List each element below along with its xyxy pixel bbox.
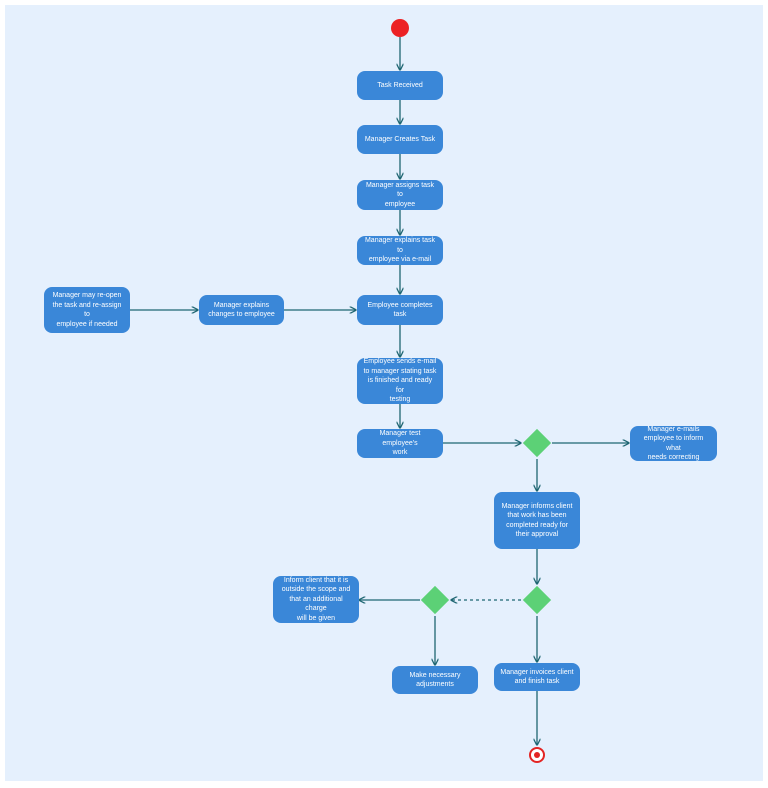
node-line: Manager test employee's bbox=[379, 430, 421, 447]
node-manager-creates-task-label: Manager Creates Task bbox=[364, 135, 436, 143]
node-line: adjustments bbox=[416, 681, 454, 688]
node-line: Employee sends e-mail bbox=[363, 358, 437, 366]
node-make-adjustments[interactable]: Make necessary adjustments bbox=[392, 666, 478, 694]
node-line: employee via e-mail bbox=[368, 256, 432, 264]
node-line: is finished and ready for bbox=[367, 377, 433, 394]
node-line: employee if needed bbox=[56, 320, 118, 328]
node-task-received-label: Task Received bbox=[377, 81, 423, 89]
node-task-received[interactable]: Task Received bbox=[357, 71, 443, 100]
node-line: testing bbox=[389, 396, 411, 404]
node-line: Manager may re-open bbox=[52, 292, 122, 299]
node-line: their approval bbox=[515, 531, 559, 538]
node-line: Manager assigns task to bbox=[365, 181, 435, 199]
node-manager-test-work[interactable]: Manager test employee's work bbox=[357, 429, 443, 458]
node-manager-informs-client[interactable]: Manager informs client that work has bee… bbox=[494, 492, 580, 549]
node-line: Manager explains task to bbox=[364, 237, 436, 254]
node-manager-invoices-client[interactable]: Manager invoices client and finish task bbox=[494, 663, 580, 691]
node-manager-explains-task[interactable]: Manager explains task to employee via e-… bbox=[357, 236, 443, 265]
node-line: that work has been bbox=[507, 512, 567, 519]
node-line: will be given bbox=[296, 614, 336, 622]
node-line: work bbox=[392, 449, 408, 457]
node-manager-explains-changes[interactable]: Manager explains changes to employee bbox=[199, 295, 284, 325]
node-manager-creates-task[interactable]: Manager Creates Task bbox=[357, 125, 443, 154]
node-line: completed ready for bbox=[506, 521, 568, 529]
node-line: Manager invoices client bbox=[500, 668, 574, 676]
node-line: the task and re-assign to bbox=[52, 301, 122, 319]
node-line: Manager informs client bbox=[501, 502, 573, 510]
node-line: needs correcting bbox=[647, 454, 700, 461]
node-inform-client-scope[interactable]: Inform client that it is outside the sco… bbox=[273, 576, 359, 623]
node-line: changes to employee bbox=[208, 311, 275, 318]
end-node bbox=[529, 747, 545, 763]
node-line: to manager stating task bbox=[363, 367, 437, 375]
start-node bbox=[391, 19, 409, 37]
node-manager-may-reopen[interactable]: Manager may re-open the task and re-assi… bbox=[44, 287, 130, 333]
node-line: that an additional charge bbox=[289, 595, 343, 613]
node-manager-assigns-task[interactable]: Manager assigns task to employee bbox=[357, 180, 443, 210]
node-employee-completes-task[interactable]: Employee completes task bbox=[357, 295, 443, 325]
node-employee-sends-email[interactable]: Employee sends e-mail to manager stating… bbox=[357, 358, 443, 404]
node-line: employee to inform what bbox=[643, 435, 704, 452]
node-manager-emails-employee[interactable]: Manager e-mails employee to inform what … bbox=[630, 426, 717, 461]
node-line: Manager e-mails bbox=[647, 425, 700, 433]
node-line: outside the scope and bbox=[281, 586, 351, 594]
end-node-core bbox=[534, 752, 540, 758]
node-line: Employee completes bbox=[367, 301, 433, 309]
node-line: Manager explains bbox=[213, 301, 270, 309]
node-line: and finish task bbox=[514, 678, 560, 685]
node-line: Inform client that it is bbox=[283, 576, 349, 584]
node-line: task bbox=[393, 311, 407, 318]
node-line: Make necessary bbox=[409, 671, 461, 679]
node-line: employee bbox=[384, 200, 416, 208]
